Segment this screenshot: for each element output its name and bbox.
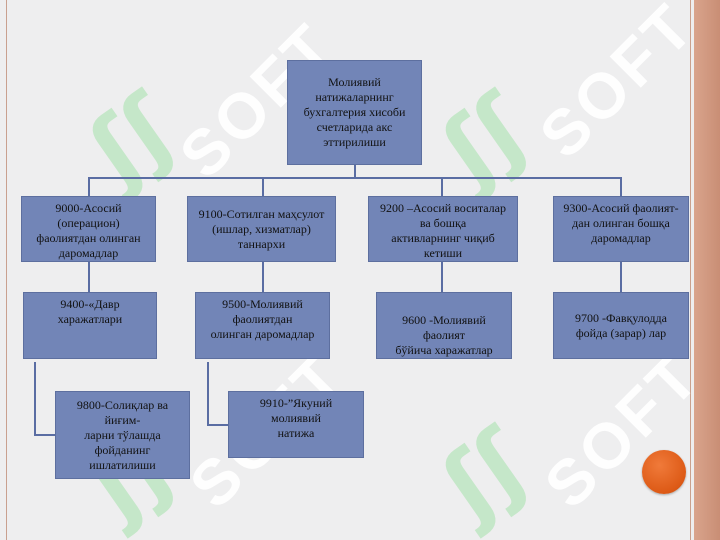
- diagram-node-9800: 9800-Солиқлар ва йиғим- ларни тўлашда фо…: [55, 391, 190, 479]
- connector-horizontal: [88, 177, 622, 179]
- watermark-logo: ʃʃ: [424, 75, 546, 205]
- diagram-node-9000: 9000-Асосий (операцион) фаолиятдан олинг…: [21, 196, 156, 262]
- diagram-node-9700: 9700 -Фавқулодда фойда (зарар) лар: [553, 292, 689, 359]
- watermark-text: SOFT: [530, 338, 714, 522]
- diagram-node-9600: 9600 -Молиявий фаолият бўйича харажатлар: [376, 292, 512, 359]
- slide-frame-left: [6, 0, 7, 540]
- navigation-circle-button[interactable]: [642, 450, 686, 494]
- watermark-logo: ʃʃ: [71, 75, 193, 205]
- connector-drop-1: [88, 177, 90, 196]
- diagram-node-9500: 9500-Молиявий фаолиятдан олинган даромад…: [195, 292, 330, 359]
- connector-root-down: [354, 164, 356, 178]
- watermark-logo: ʃʃ: [424, 410, 546, 540]
- diagram-node-9100: 9100-Сотилган маҳсулот (ишлар, хизматлар…: [187, 196, 336, 262]
- connector-l1-l2-3: [441, 262, 443, 292]
- watermark-text: SOFT: [525, 0, 709, 172]
- connector-l2-l3-2-h: [207, 424, 229, 426]
- connector-l1-l2-2: [262, 262, 264, 292]
- diagram-node-9910: 9910-”Якуний молиявий натижа: [228, 391, 364, 458]
- connector-l2-l3-1-v: [34, 362, 36, 436]
- connector-drop-4: [620, 177, 622, 196]
- connector-drop-3: [441, 177, 443, 196]
- diagram-node-9200: 9200 –Асосий воситалар ва бошқа активлар…: [368, 196, 518, 262]
- diagram-root-node: Молиявий натижаларнинг бухгалтерия хисоб…: [287, 60, 422, 165]
- connector-l2-l3-1-h: [34, 434, 56, 436]
- connector-l2-l3-2-v: [207, 362, 209, 426]
- connector-drop-2: [262, 177, 264, 196]
- diagram-node-9300: 9300-Асосий фаолият- дан олинган бошқа д…: [553, 196, 689, 262]
- connector-l1-l2-1: [88, 262, 90, 292]
- slide-frame-right: [688, 0, 720, 540]
- connector-l1-l2-4: [620, 262, 622, 292]
- diagram-node-9400: 9400-«Давр харажатлари: [23, 292, 157, 359]
